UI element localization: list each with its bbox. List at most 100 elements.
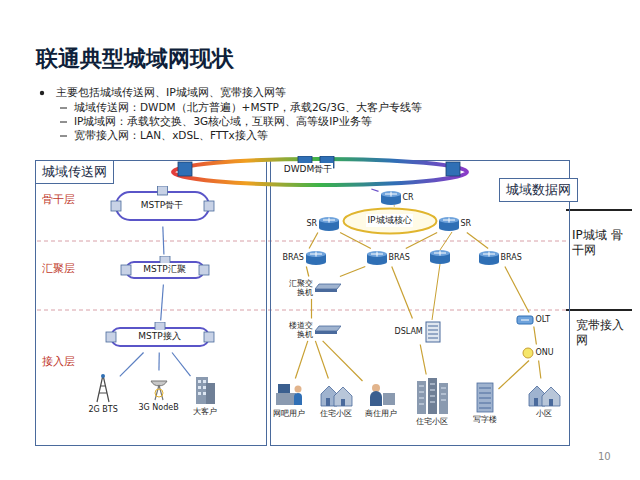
layer-label: 接入层 xyxy=(42,355,75,369)
mstp-ring: MSTP汇聚 xyxy=(120,256,210,284)
device-node: ONU xyxy=(521,346,555,360)
dslam-icon xyxy=(425,321,441,343)
person-icon xyxy=(274,381,304,407)
office-icon xyxy=(474,381,496,413)
connector xyxy=(406,233,437,249)
device-label: 小区 xyxy=(536,409,552,418)
connector xyxy=(295,341,307,379)
device-label: 楼道交换机 xyxy=(283,321,313,339)
dash-marks xyxy=(60,108,67,136)
ring-label: MSTP接入 xyxy=(137,330,181,343)
panel: 城域数据网CRIP城域核心SRSRBRASBRASBRAS汇聚交换机楼道交换机D… xyxy=(270,160,570,446)
connector xyxy=(394,206,396,207)
connector xyxy=(306,267,308,277)
mstp-ring: MSTP接入 xyxy=(105,322,215,352)
sub-bullet: 城域传送网：DWDM（北方普遍）+MSTP，承载2G/3G、大客户专线等 xyxy=(74,101,422,114)
connector xyxy=(539,361,541,379)
bullet-dot xyxy=(40,91,44,95)
device-label: SR xyxy=(307,219,318,228)
device-node: 小区 xyxy=(526,380,562,419)
device-label: OLT xyxy=(536,315,551,324)
layer-label: 骨干层 xyxy=(42,193,75,207)
switch-icon xyxy=(315,283,341,293)
device-label: 汇聚交换机 xyxy=(283,279,313,297)
sub-bullet: 宽带接入网：LAN、xDSL、FTTx接入等 xyxy=(74,129,268,142)
device-label: SR xyxy=(461,219,472,228)
connector xyxy=(311,299,312,319)
device-node: OLT xyxy=(515,314,552,326)
dwdm-ring: DWDM骨干 xyxy=(170,156,470,188)
device-node: 网吧用户 xyxy=(272,380,306,419)
router-icon xyxy=(381,191,401,205)
router-icon xyxy=(439,217,459,231)
router-icon xyxy=(306,251,326,265)
connector xyxy=(467,233,488,249)
connector xyxy=(340,233,371,249)
connector xyxy=(371,189,378,191)
device-label: 3G NodeB xyxy=(139,403,179,412)
houses-icon xyxy=(527,381,561,407)
device-node: DSLAM xyxy=(394,320,442,344)
device-node: 楼道交换机 xyxy=(282,320,342,340)
device-label: BRAS xyxy=(389,253,410,262)
device-node: BRAS xyxy=(478,250,523,266)
connector xyxy=(309,233,318,249)
olt-icon xyxy=(516,315,534,325)
person2-icon xyxy=(366,381,396,407)
router-icon xyxy=(479,251,499,265)
connector xyxy=(120,353,144,377)
device-node: BRAS xyxy=(366,250,411,266)
switch-icon xyxy=(315,325,341,335)
side-label: IP城域 骨干网 xyxy=(572,228,630,258)
connector xyxy=(323,341,363,381)
panel-title: 城域传送网 xyxy=(35,160,114,184)
connector xyxy=(505,267,529,313)
device-label: CR xyxy=(403,193,414,202)
device-node: 2G BTS xyxy=(88,372,119,415)
connector xyxy=(315,341,328,379)
connector xyxy=(163,227,164,255)
device-node: 商住用户 xyxy=(364,380,398,419)
ring-label: MSTP汇聚 xyxy=(142,263,186,276)
router-icon xyxy=(430,250,450,264)
ring-label: IP城域核心 xyxy=(366,214,412,227)
panel-title: 城域数据网 xyxy=(499,178,578,202)
device-label: 写字楼 xyxy=(473,415,497,424)
ring-label: MSTP骨干 xyxy=(140,199,184,212)
onu-icon xyxy=(522,347,534,359)
towers-icon xyxy=(415,377,449,415)
connector xyxy=(392,267,413,319)
connector xyxy=(161,285,164,321)
layer-divider xyxy=(37,241,568,310)
bullet-text: 主要包括城域传送网、IP城域网、宽带接入网等 xyxy=(56,86,286,100)
device-label: 大客户 xyxy=(193,407,217,416)
device-label: BRAS xyxy=(501,253,522,262)
device-label: DSLAM xyxy=(395,327,423,336)
device-node: SR xyxy=(438,216,473,232)
device-label: 网吧用户 xyxy=(273,409,305,418)
bldg-icon xyxy=(193,373,217,405)
ip-core: IP城域核心 xyxy=(342,207,438,235)
device-node: CR xyxy=(380,190,415,206)
layer-label: 汇聚层 xyxy=(42,262,75,276)
device-label: ONU xyxy=(536,348,554,357)
title: 联通典型城域网现状 xyxy=(36,44,234,74)
device-node: 住宅小区 xyxy=(318,380,354,419)
device-node: SR xyxy=(306,216,341,232)
device-label: 住宅小区 xyxy=(416,417,448,426)
mstp-ring: MSTP骨干 xyxy=(110,186,215,226)
connector xyxy=(158,353,159,371)
connector xyxy=(420,345,426,375)
device-label: 商住用户 xyxy=(365,409,397,418)
connector xyxy=(499,361,530,390)
device-node: 写字楼 xyxy=(472,380,498,425)
page-number: 10 xyxy=(598,451,611,464)
device-node: BRAS xyxy=(282,250,327,266)
bracket-line xyxy=(566,210,632,310)
connector xyxy=(172,353,190,377)
side-label: 宽带接入网 xyxy=(576,318,628,348)
sub-bullet: IP城域网：承载软交换、3G核心域，互联网、高等级IP业务等 xyxy=(74,115,372,128)
device-node: 住宅小区 xyxy=(414,376,450,427)
connector xyxy=(340,267,365,277)
tower-icon xyxy=(94,373,112,403)
